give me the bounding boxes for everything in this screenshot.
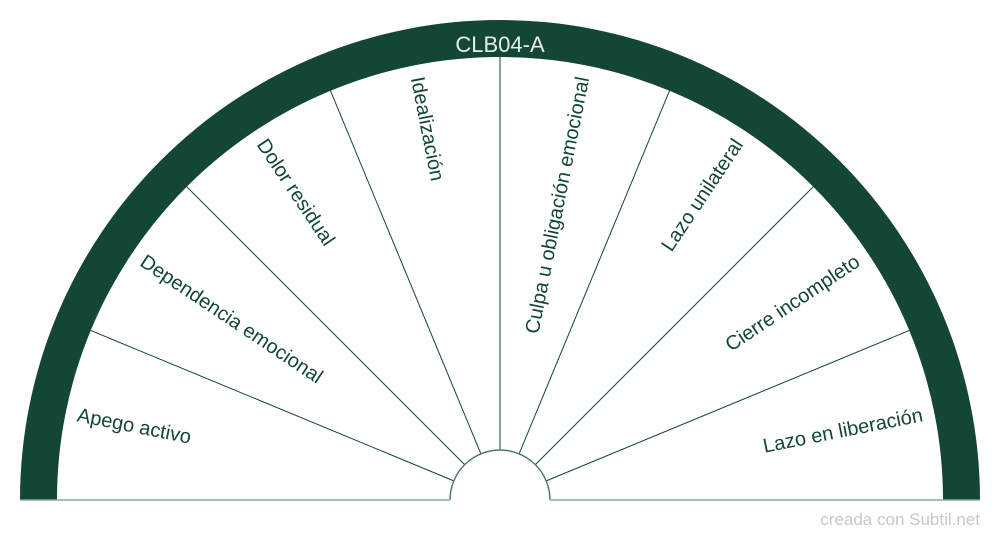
sector-label: Cierre incompleto bbox=[722, 251, 865, 356]
sector-label: Apego activo bbox=[75, 404, 193, 448]
chart-title: CLB04-A bbox=[455, 32, 545, 57]
sector-label: Dolor residual bbox=[252, 135, 339, 250]
sector-divider bbox=[330, 90, 482, 454]
sector-label: Idealización bbox=[406, 75, 448, 183]
sector-label: Dependencia emocional bbox=[136, 251, 327, 389]
sector-divider bbox=[186, 186, 465, 465]
sector-divider bbox=[518, 90, 670, 454]
sector-label: Culpa u obligación emocional bbox=[522, 75, 595, 336]
sector-label: Lazo en liberación bbox=[761, 404, 925, 457]
sector-divider bbox=[90, 330, 454, 482]
center-hub bbox=[449, 449, 551, 501]
sector-divider bbox=[535, 186, 814, 465]
sector-divider bbox=[546, 330, 910, 482]
credit-text: creada con Subtil.net bbox=[820, 510, 980, 529]
sector-label: Lazo unilateral bbox=[657, 135, 748, 255]
sectors-layer bbox=[90, 57, 910, 482]
